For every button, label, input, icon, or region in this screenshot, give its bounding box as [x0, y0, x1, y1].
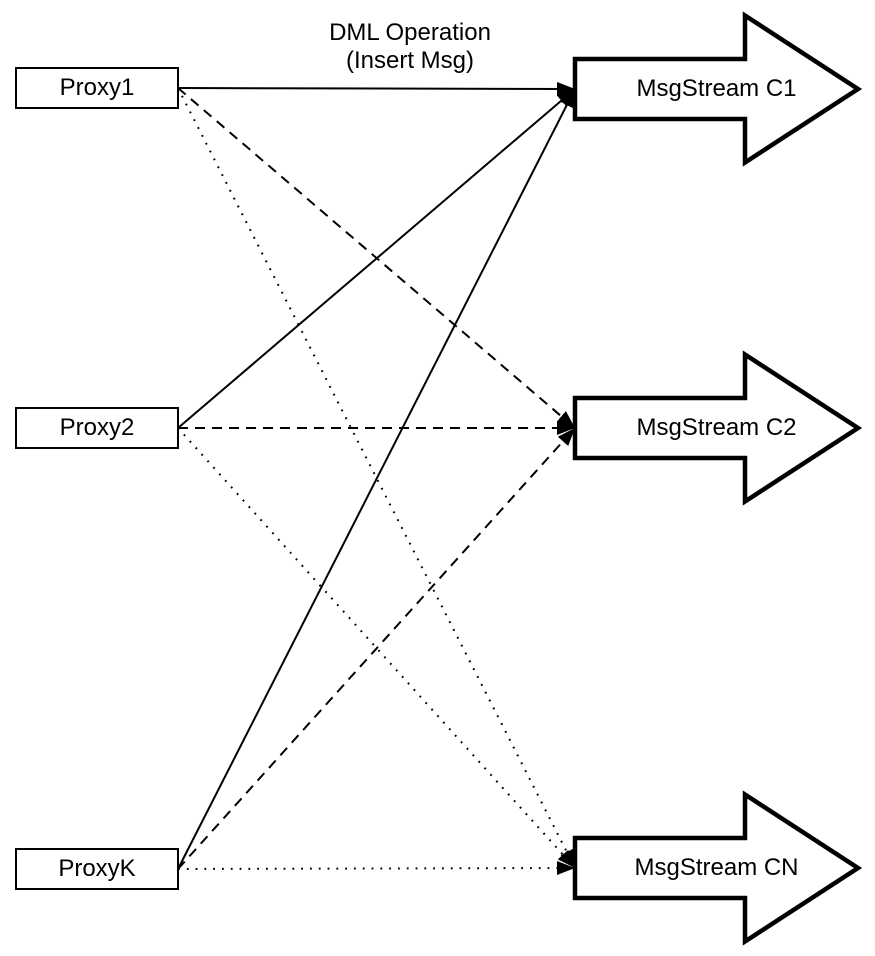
proxyk-label: ProxyK: [58, 855, 136, 882]
dml-operation-label-line1: DML Operation: [329, 19, 491, 46]
dml-operation-label: DML Operation (Insert Msg): [260, 19, 560, 75]
edge-proxyk-c1: [177, 88, 576, 870]
proxyk-box: [15, 848, 179, 890]
proxy1-label: Proxy1: [59, 74, 135, 101]
edges-layer: [177, 81, 576, 876]
msgstream-c2-arrow-shape: [572, 350, 863, 506]
edge-proxyk-cn: [177, 861, 576, 876]
msgstream-cn-label: MsgStream CN: [634, 854, 799, 881]
msgstream-c2-label: MsgStream C2: [636, 414, 797, 441]
proxy2-label: Proxy2: [59, 414, 135, 441]
edge-proxy1-c2: [177, 87, 576, 429]
dml-operation-label-line2: (Insert Msg): [345, 47, 474, 74]
edge-proxyk-c2: [177, 427, 576, 870]
msgstream-cn-arrow-shape: [572, 790, 863, 946]
proxy2-box: [15, 407, 179, 449]
edge-proxy2-cn: [177, 427, 576, 869]
proxy1-box: [15, 67, 179, 109]
msgstream-c1-label: MsgStream C1: [636, 75, 797, 102]
edge-proxy1-c1: [177, 81, 576, 96]
msgstream-c1-arrow-shape: [572, 11, 863, 167]
